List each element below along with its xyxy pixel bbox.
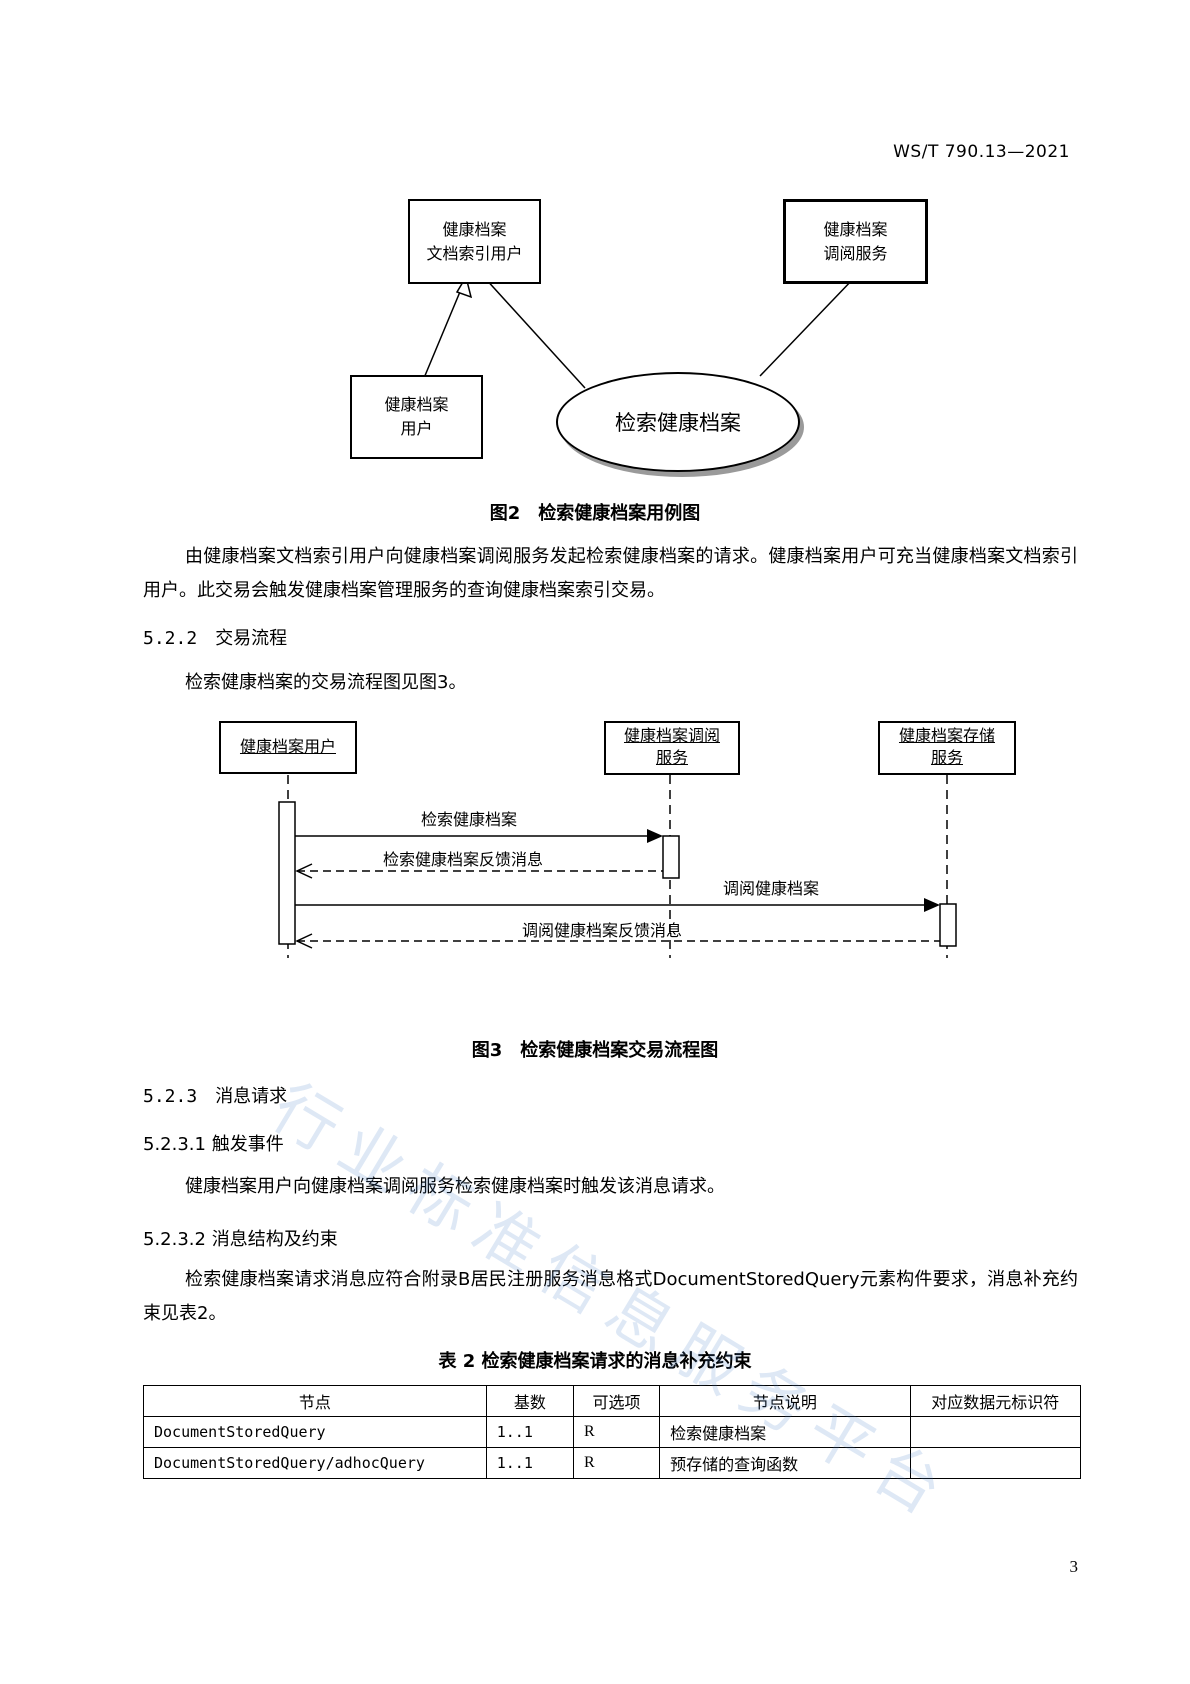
cell-optionality: R (572, 1416, 661, 1448)
activation-retrieve (662, 835, 680, 879)
actor-user: 健康档案 用户 (350, 375, 483, 459)
figure3-diagram (278, 775, 957, 958)
table-2: 节点 基数 可选项 节点说明 对应数据元标识符 DocumentStoredQu… (143, 1385, 1082, 1479)
generalization-arrowhead (455, 275, 473, 299)
table-row: DocumentStoredQuery/adhocQuery 1..1 R 预存… (143, 1447, 1082, 1479)
actor-retrieve-service: 健康档案 调阅服务 (783, 199, 928, 284)
header-data-element-id: 对应数据元标识符 (909, 1385, 1082, 1417)
paragraph-3: 健康档案用户向健康档案调阅服务检索健康档案时触发该消息请求。 (185, 1176, 725, 1197)
paragraph-1: 由健康档案文档索引用户向健康档案调阅服务发起检索健康档案的请求。健康档案用户可充… (143, 546, 1078, 601)
figure2-connectors (423, 275, 856, 389)
table-header-row: 节点 基数 可选项 节点说明 对应数据元标识符 (143, 1385, 1082, 1417)
cell-description: 检索健康档案 (659, 1416, 911, 1448)
paragraph-4: 检索健康档案请求消息应符合附录B居民注册服务消息格式DocumentStored… (143, 1269, 1078, 1324)
actor-index-user: 健康档案 文档索引用户 (408, 199, 541, 284)
cell-node: DocumentStoredQuery/adhocQuery (143, 1447, 487, 1479)
cell-optionality: R (572, 1447, 661, 1479)
section-5-2-3-2-heading: 5.2.3.2 消息结构及约束 (143, 1229, 338, 1250)
lifeline-storage-box: 健康档案存储 服务 (878, 721, 1016, 775)
header-description: 节点说明 (659, 1385, 911, 1417)
figure2-caption: 图2 检索健康档案用例图 (489, 503, 701, 524)
activation-user (278, 801, 296, 945)
message-3-label: 调阅健康档案 (723, 881, 820, 898)
message-1-arrowhead (647, 829, 663, 843)
header-node: 节点 (143, 1385, 487, 1417)
table2-caption: 表 2 检索健康档案请求的消息补充约束 (438, 1351, 752, 1372)
paragraph-2: 检索健康档案的交易流程图见图3。 (185, 672, 467, 693)
section-5-2-3-1-heading: 5.2.3.1 触发事件 (143, 1134, 284, 1155)
table-row: DocumentStoredQuery 1..1 R 检索健康档案 (143, 1416, 1082, 1448)
lifeline-retrieve-box: 健康档案调阅 服务 (604, 721, 740, 775)
message-4-arrowhead (295, 933, 313, 949)
use-case-ellipse: 检索健康档案 (556, 372, 800, 472)
message-2-label: 检索健康档案反馈消息 (383, 852, 544, 869)
standard-code: WS/T 790.13—2021 (893, 142, 1070, 162)
header-cardinality: 基数 (485, 1385, 574, 1417)
activation-storage (939, 903, 957, 947)
lifeline-user-box: 健康档案用户 (219, 721, 357, 774)
cell-data-element-id (909, 1447, 1082, 1479)
page-number: 3 (1069, 1557, 1079, 1576)
message-3-arrowhead (924, 898, 940, 912)
cell-cardinality: 1..1 (485, 1447, 574, 1479)
cell-data-element-id (909, 1416, 1082, 1448)
message-2-arrowhead (295, 863, 313, 879)
message-4-label: 调阅健康档案反馈消息 (522, 923, 683, 940)
cell-node: DocumentStoredQuery (143, 1416, 487, 1448)
message-1-label: 检索健康档案 (421, 812, 518, 829)
header-optionality: 可选项 (572, 1385, 661, 1417)
figure3-caption: 图3 检索健康档案交易流程图 (471, 1040, 719, 1061)
cell-cardinality: 1..1 (485, 1416, 574, 1448)
cell-description: 预存储的查询函数 (659, 1447, 911, 1479)
